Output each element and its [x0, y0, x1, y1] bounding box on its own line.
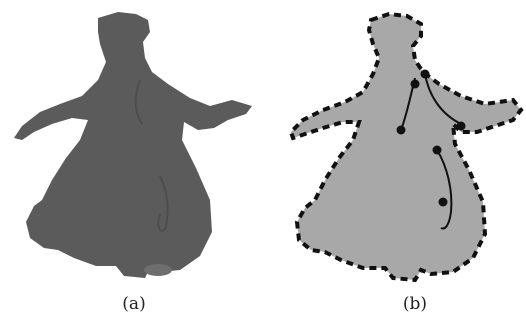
panel-a-label: (a) — [104, 294, 164, 314]
skeleton-node — [433, 146, 442, 155]
silhouette-shape-a — [14, 12, 252, 278]
skeleton-node — [397, 126, 406, 135]
panel-a-image — [0, 0, 263, 290]
skeleton-node — [421, 70, 430, 79]
skeleton-node — [411, 80, 420, 89]
skeleton-node — [457, 122, 466, 131]
skeleton-node — [439, 198, 448, 207]
silhouette-shape-b — [291, 14, 521, 280]
panel-b-image — [263, 0, 526, 290]
panel-b-label: (b) — [385, 294, 445, 314]
